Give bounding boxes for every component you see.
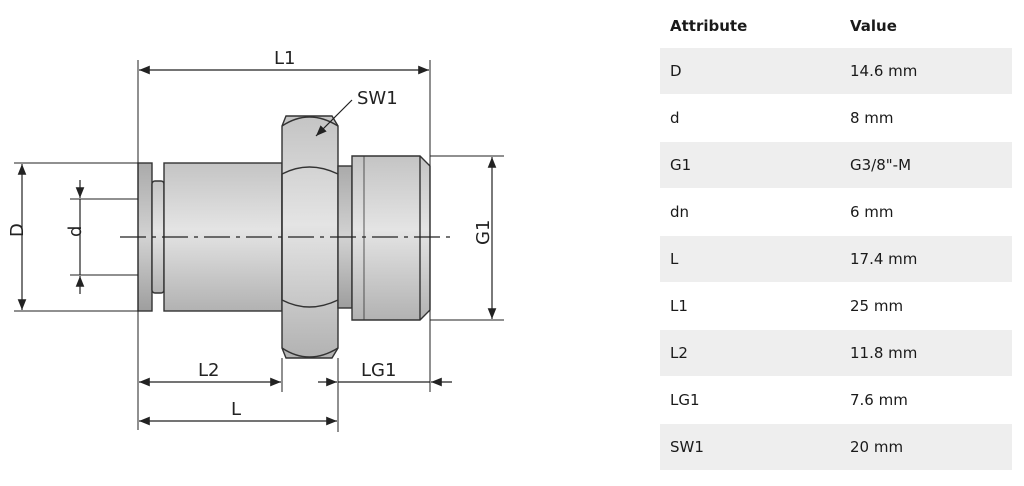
table-row: d 8 mm xyxy=(660,95,1012,142)
attribute-cell: L1 xyxy=(670,297,688,315)
leader-SW1 xyxy=(315,99,353,137)
label-L2: L2 xyxy=(198,360,219,381)
attribute-cell: d xyxy=(670,109,680,127)
value-cell: G3/8"-M xyxy=(840,141,1012,189)
extension-lines xyxy=(14,60,504,432)
attribute-cell: dn xyxy=(670,203,690,221)
value-cell: 14.6 mm xyxy=(840,48,1012,95)
label-G1: G1 xyxy=(473,220,494,245)
table-row: L1 25 mm xyxy=(660,283,1012,330)
header-attribute: Attribute xyxy=(670,17,748,35)
value-cell: 20 mm xyxy=(840,423,1012,471)
value-cell: 8 mm xyxy=(850,109,894,127)
table-row: dn 6 mm xyxy=(660,189,1012,236)
header-value: Value xyxy=(850,17,897,35)
value-cell: 25 mm xyxy=(850,297,904,315)
label-SW1: SW1 xyxy=(357,88,398,109)
value-cell: 11.8 mm xyxy=(840,329,1012,377)
value-cell: 17.4 mm xyxy=(840,235,1012,283)
label-D: D xyxy=(7,223,28,237)
fitting-technical-drawing: L1 SW1 D d G1 L2 LG1 L xyxy=(7,48,504,432)
label-L: L xyxy=(231,399,241,420)
label-LG1: LG1 xyxy=(361,360,396,381)
table-header-row: Attribute Value xyxy=(660,4,1012,48)
attribute-cell: D xyxy=(660,48,840,95)
attribute-cell: L xyxy=(660,235,840,283)
label-L1: L1 xyxy=(274,48,295,69)
attribute-cell: LG1 xyxy=(670,391,700,409)
table-row: LG1 7.6 mm xyxy=(660,377,1012,424)
value-cell: 7.6 mm xyxy=(850,391,908,409)
label-d: d xyxy=(65,226,86,237)
attribute-cell: SW1 xyxy=(660,423,840,471)
attribute-cell: G1 xyxy=(660,141,840,189)
value-cell: 6 mm xyxy=(850,203,894,221)
attribute-cell: L2 xyxy=(660,329,840,377)
dimension-lines xyxy=(17,65,497,426)
